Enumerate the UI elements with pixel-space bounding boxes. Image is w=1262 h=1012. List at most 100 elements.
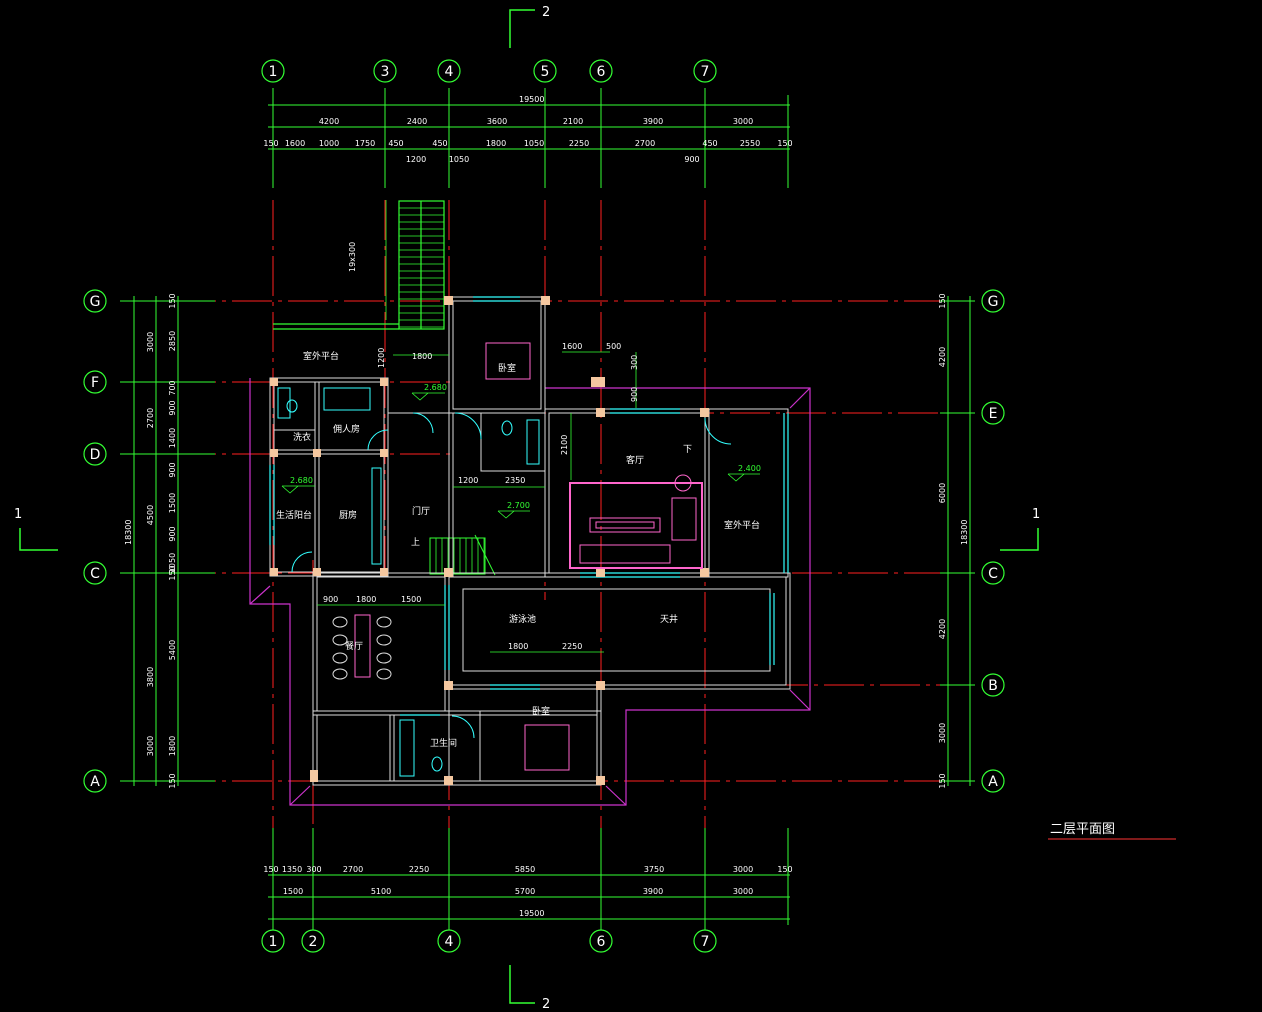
axis-top-3: 3 <box>373 59 397 83</box>
axis-top-4: 4 <box>437 59 461 83</box>
dim-bottom-row1-2: 300 <box>306 865 321 874</box>
dim-left-row2-0: 2850 <box>168 331 177 351</box>
dim-bottom-row1-0: 150 <box>263 865 278 874</box>
roof-outline <box>249 378 811 806</box>
dim-left-row1-2: 4500 <box>146 505 155 525</box>
axis-left-D: D <box>83 442 107 466</box>
dim-pool-2250: 2250 <box>562 642 582 651</box>
stair-treads <box>399 207 444 328</box>
columns <box>270 296 709 785</box>
section-label-bottom: 2 <box>542 997 550 1012</box>
dim-bed-500: 500 <box>606 342 621 351</box>
dim-left-row2-4: 900 <box>168 462 177 477</box>
svg-text:3: 3 <box>381 64 390 80</box>
dim-top-row2-10: 450 <box>702 139 717 148</box>
svg-text:1: 1 <box>269 934 278 950</box>
dim-bottom-row1-7: 3000 <box>733 865 753 874</box>
dim-bed-900: 900 <box>630 387 639 402</box>
svg-text:4: 4 <box>445 934 454 950</box>
svg-text:B: B <box>988 678 998 694</box>
dim-stair-l: 1800 <box>412 352 432 361</box>
room-bedroom-bottom: 卧室 <box>532 705 550 717</box>
dim-top-row2-7: 1050 <box>524 139 544 148</box>
axis-bottom-2: 2 <box>301 929 325 953</box>
room-dining: 餐厅 <box>345 640 363 652</box>
elevation-marks <box>281 392 760 519</box>
dim-bottom-total: 19500 <box>519 909 544 918</box>
dimension-lines <box>120 88 975 930</box>
room-living: 客厅 <box>626 454 644 466</box>
dim-left-row2b-0: 150 <box>168 293 177 308</box>
axis-top-5: 5 <box>533 59 557 83</box>
svg-text:7: 7 <box>701 934 710 950</box>
elevation-1: 2.680 <box>424 383 447 392</box>
dim-stair-w: 1200 <box>377 348 386 368</box>
svg-text:G: G <box>988 294 999 310</box>
drawing-title: 二层平面图 <box>1050 822 1115 837</box>
bottom-axis-bubbles: 1 2 4 6 7 <box>261 929 717 953</box>
dim-right-row-3: 3000 <box>938 723 947 743</box>
axis-bottom-7: 7 <box>693 929 717 953</box>
dim-left-row1-0: 3000 <box>146 332 155 352</box>
axis-right-G: G <box>981 289 1005 313</box>
room-outdoor-terrace-right: 室外平台 <box>724 519 760 531</box>
axis-right-C: C <box>981 561 1005 585</box>
dining-chairs <box>332 616 392 680</box>
svg-text:D: D <box>90 447 101 463</box>
dim-top-row2-4: 450 <box>388 139 403 148</box>
dim-right-row-2: 4200 <box>938 619 947 639</box>
fixtures <box>277 387 540 777</box>
dim-left-row2-1: 700 <box>168 380 177 395</box>
room-bedroom-top: 卧室 <box>498 362 516 374</box>
dim-dining-1500: 1500 <box>401 595 421 604</box>
dim-dining-1800: 1800 <box>356 595 376 604</box>
axis-left-G: G <box>83 289 107 313</box>
room-pool: 游泳池 <box>509 613 536 625</box>
section-marker-left <box>19 528 58 551</box>
svg-text:5: 5 <box>541 64 550 80</box>
dim-left-row2b-2: 150 <box>168 773 177 788</box>
section-label-top: 2 <box>542 5 550 20</box>
dim-pool-1800: 1800 <box>508 642 528 651</box>
dim-left-row2-2: 900 <box>168 400 177 415</box>
dim-bottom-row2-4: 3000 <box>733 887 753 896</box>
dim-living-2100: 2100 <box>560 435 569 455</box>
axis-right-A: A <box>981 769 1005 793</box>
axis-top-6: 6 <box>589 59 613 83</box>
dim-left-row2-8: 1800 <box>168 736 177 756</box>
room-outdoor-terrace-top: 室外平台 <box>303 350 339 362</box>
section-label-right: 1 <box>1032 507 1040 522</box>
dim-top-row1-4: 3900 <box>643 117 663 126</box>
axis-left-C: C <box>83 561 107 585</box>
label-stair-down: 下 <box>683 445 692 455</box>
room-maid: 佣人房 <box>333 423 360 435</box>
axis-bottom-4: 4 <box>437 929 461 953</box>
dim-left-row1-3: 3000 <box>146 736 155 756</box>
axis-bottom-6: 6 <box>589 929 613 953</box>
interior-stair-treads <box>435 538 485 574</box>
room-patio: 天井 <box>660 613 678 625</box>
axis-right-E: E <box>981 401 1005 425</box>
room-service-balcony: 生活阳台 <box>276 509 312 521</box>
dim-bottom-row1-3: 2700 <box>343 865 363 874</box>
dim-stair: 19x300 <box>348 242 357 272</box>
axis-top-1: 1 <box>261 59 285 83</box>
svg-text:2: 2 <box>309 934 318 950</box>
dim-top-row1-3: 2100 <box>563 117 583 126</box>
svg-text:G: G <box>90 294 101 310</box>
axis-lines <box>120 200 975 830</box>
dim-left-row1b-0: 3800 <box>146 667 155 687</box>
dim-bottom-row2-2: 5700 <box>515 887 535 896</box>
dim-right-total: 18300 <box>960 520 969 545</box>
dim-top-row1-0: 4200 <box>319 117 339 126</box>
dim-bottom-row2-1: 5100 <box>371 887 391 896</box>
exterior-stair <box>273 200 445 330</box>
dim-top-row1-5: 3000 <box>733 117 753 126</box>
dim-bottom-row1-4: 2250 <box>409 865 429 874</box>
elevation-2: 2.680 <box>290 476 313 485</box>
svg-text:C: C <box>90 566 100 582</box>
